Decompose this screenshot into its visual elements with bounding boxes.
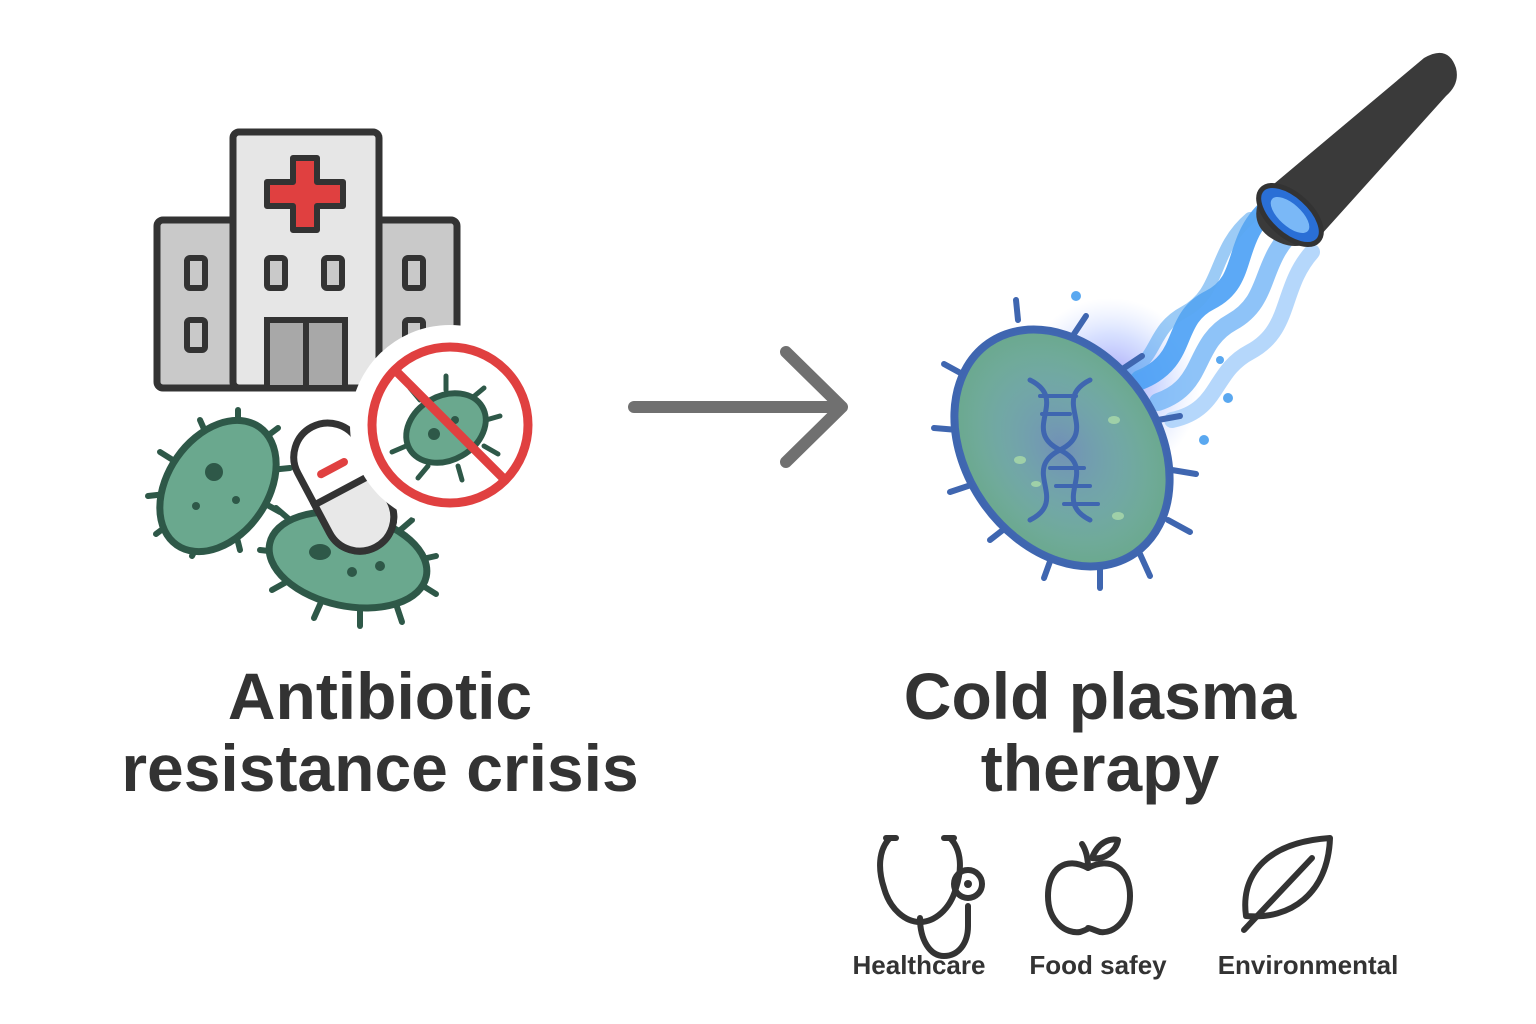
pill-icon [290,419,398,555]
left-heading-line-1: Antibiotic [227,659,533,733]
prohibited-bacteria-icon [350,325,550,525]
arrow-right-icon [628,346,848,468]
apple-icon [1045,836,1133,936]
bacterium-dna-icon [931,297,1199,591]
plasma-device-icon [1256,52,1457,247]
application-label-food-safety: Food safey [1029,950,1167,980]
right-heading-line-2: therapy [980,731,1220,805]
right-heading-line-1: Cold plasma [903,659,1297,733]
stethoscope-icon [877,835,985,959]
left-heading: Antibiotic resistance crisis [80,660,680,804]
left-heading-line-2: resistance crisis [121,731,639,805]
leaf-icon [1241,835,1333,933]
application-label-healthcare: Healthcare [852,950,986,980]
right-heading: Cold plasma therapy [800,660,1400,804]
application-label-environmental: Environmental [1217,950,1399,980]
hospital-icon [153,128,461,392]
